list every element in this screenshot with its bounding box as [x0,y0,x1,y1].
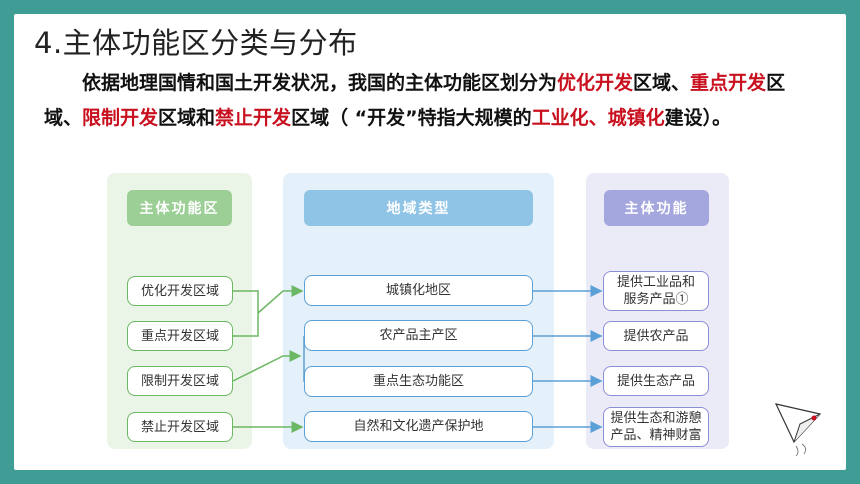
type-heritage: 自然和文化遗产保护地 [304,411,533,442]
header-zones: 主体功能区 [127,190,232,226]
type-urban: 城镇化地区 [304,275,533,306]
paper-plane-icon [774,403,822,457]
zone-prohibited: 禁止开发区域 [127,412,233,442]
highlight-youhua: 优化开发 [557,72,634,94]
header-functions: 主体功能 [604,190,709,226]
header-region-types: 地域类型 [304,190,533,226]
highlight-jinzhi: 禁止开发 [215,107,292,129]
type-agriculture: 农产品主产区 [304,320,533,351]
intro-paragraph: 依据地理国情和国土开发状况，我国的主体功能区划分为优化开发区域、重点开发区域、限… [44,72,786,129]
func-eco: 提供生态产品 [603,366,709,396]
arrow-to-urban [257,285,304,314]
func-industrial: 提供工业品和服务产品① [603,271,709,311]
func-recreation: 提供生态和游憩产品、精神财富 [603,407,709,447]
highlight-gongyehua: 工业化、城镇化 [531,107,665,129]
zone-key: 重点开发区域 [127,321,233,351]
type-ecology: 重点生态功能区 [304,366,533,397]
arrow-to-agri [232,350,302,382]
func-agri: 提供农产品 [603,321,709,351]
highlight-zhongdian: 重点开发 [690,72,767,94]
zone-restricted: 限制开发区域 [127,366,233,396]
highlight-xianzhi: 限制开发 [82,107,159,129]
zone-optimize: 优化开发区域 [127,276,233,306]
page-title: 4.主体功能区分类与分布 [34,26,358,60]
bracket-line-1 [233,290,259,337]
